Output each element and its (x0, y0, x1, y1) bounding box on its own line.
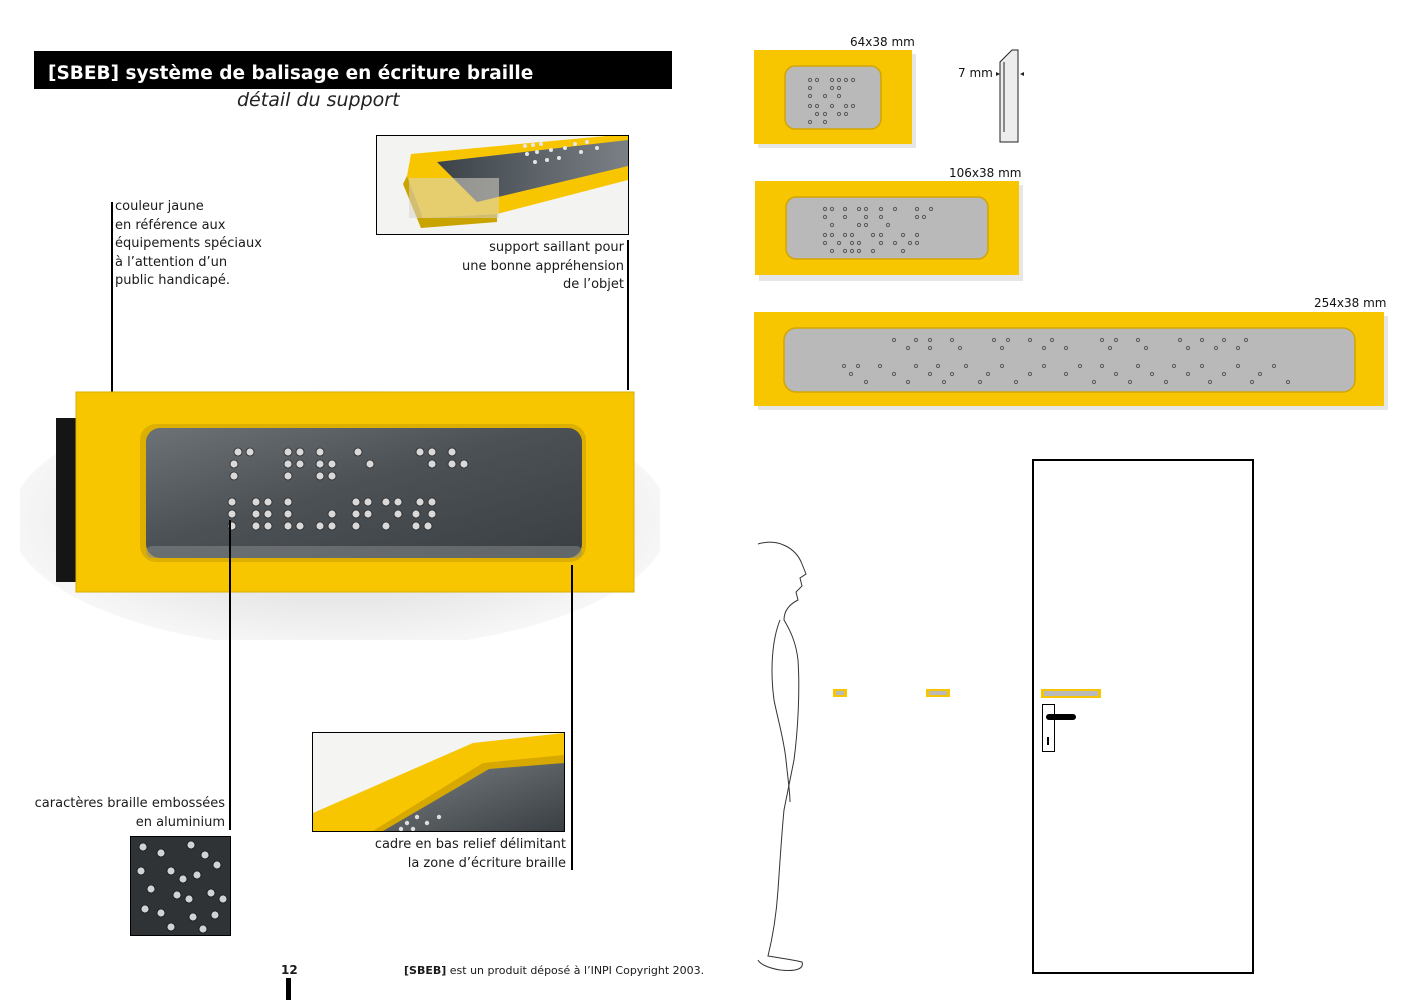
photo-braille-closeup-image (131, 837, 230, 935)
leader-line-frame (571, 565, 573, 870)
annotation-line: à l’attention d’un (115, 254, 228, 270)
person-silhouette-image (757, 541, 807, 971)
photo-protruding-support (376, 135, 629, 235)
plate-medium-image (755, 181, 1023, 281)
keyhole-icon (1047, 737, 1049, 745)
plate-small (754, 50, 916, 152)
photo-low-relief-frame (312, 732, 565, 832)
annotation-protruding-support: support saillant pour une bonne appréhen… (440, 239, 624, 295)
main-plate-photo (10, 380, 670, 650)
page-title: [SBEB] système de balisage en écriture b… (48, 63, 534, 84)
annotation-low-relief-frame: cadre en bas relief délimitant la zone d… (360, 836, 566, 873)
annotation-line: une bonne appréhension (461, 258, 624, 274)
page-marker (286, 978, 291, 1000)
door-handle-icon (1046, 714, 1076, 720)
annotation-line: couleur jaune (115, 199, 204, 214)
dimension-thickness: 7 mm (958, 66, 993, 80)
door-handle-plate (1042, 704, 1055, 752)
annotation-braille-chars: caractères braille embossées en aluminiu… (30, 795, 225, 832)
annotation-line: support saillant pour (489, 240, 624, 255)
annotation-line: en référence aux (115, 217, 226, 233)
leader-line-support (627, 240, 629, 390)
main-plate-image (10, 390, 670, 650)
photo-protruding-support-image (377, 136, 628, 234)
leader-line-braille (229, 520, 231, 830)
mini-plate-large (1041, 689, 1101, 698)
photo-low-relief-frame-image (313, 733, 564, 831)
annotation-line: de l’objet (562, 277, 624, 292)
plate-medium (755, 181, 1023, 285)
title-bar (34, 51, 672, 89)
mini-plate-window (836, 691, 844, 695)
page-number: 12 (281, 963, 298, 977)
annotation-line: la zone d’écriture braille (407, 855, 566, 871)
footer-legal-text: est un produit déposé à l’INPI Copyright… (446, 964, 705, 977)
annotation-yellow-color: couleur jaune en référence aux équipemen… (115, 198, 262, 291)
plate-large (754, 312, 1388, 414)
photo-braille-closeup (130, 836, 231, 936)
plate-small-image (754, 50, 916, 148)
mini-plate-medium (926, 689, 950, 697)
annotation-line: équipements spéciaux (115, 236, 262, 251)
person-silhouette (750, 530, 820, 984)
footer-brand: [SBEB] (404, 964, 447, 977)
annotation-line: public handicapé. (115, 273, 231, 288)
plate-large-image (754, 312, 1388, 410)
plate-side-view-image (996, 49, 1024, 143)
leader-line-yellow (111, 202, 113, 412)
footer-legal: [SBEB] est un produit déposé à l’INPI Co… (404, 964, 704, 977)
mini-plate-small (833, 689, 847, 697)
dimension-medium: 106x38 mm (949, 166, 1022, 180)
annotation-line: caractères braille embossées (34, 796, 225, 811)
page-subtitle: détail du support (237, 89, 400, 111)
mini-plate-window (929, 691, 947, 695)
annotation-line: en aluminium (135, 814, 225, 830)
plate-side-view (994, 48, 1026, 148)
dimension-small: 64x38 mm (850, 35, 915, 49)
mini-plate-window (1044, 691, 1098, 696)
dimension-large: 254x38 mm (1314, 296, 1387, 310)
annotation-line: cadre en bas relief délimitant (374, 837, 566, 852)
